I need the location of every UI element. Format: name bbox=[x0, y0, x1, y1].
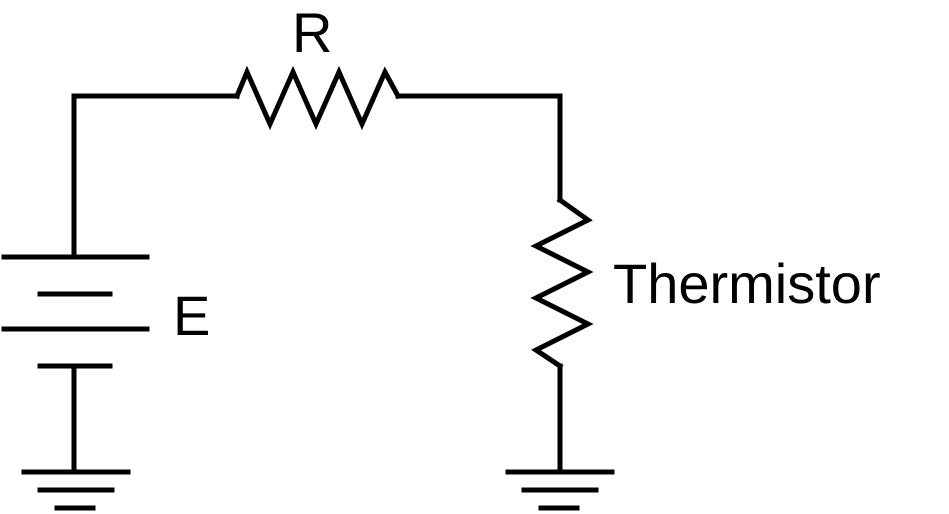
wire-right-top bbox=[395, 93, 563, 203]
wire-left-top bbox=[71, 93, 240, 255]
resistor-label: R bbox=[292, 1, 332, 64]
battery-e bbox=[1, 254, 150, 369]
thermistor bbox=[530, 196, 594, 370]
resistor-r bbox=[233, 65, 402, 131]
ground-right-icon bbox=[505, 469, 615, 511]
thermistor-label: Thermistor bbox=[613, 252, 881, 315]
battery-label: E bbox=[173, 284, 210, 347]
ground-left-icon bbox=[21, 469, 131, 511]
